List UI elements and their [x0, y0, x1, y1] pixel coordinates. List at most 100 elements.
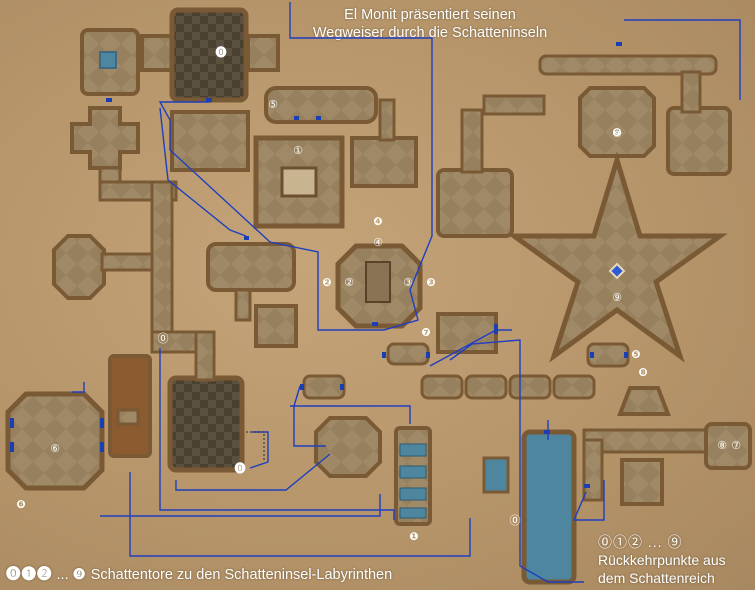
room-small-square	[254, 304, 298, 348]
legend-gates: ⓿❶❷ ... ❾ Schattentore zu den Schattenin…	[6, 563, 392, 584]
water-tile	[399, 487, 427, 501]
room-8-bell	[617, 386, 671, 416]
corridor-9	[460, 108, 484, 174]
room-octagon-left	[52, 234, 106, 300]
corridor-6	[100, 252, 154, 272]
water-tile	[399, 507, 427, 519]
return-marker-9-upper: ⑨	[612, 127, 622, 140]
gate	[340, 384, 344, 390]
gate	[300, 384, 304, 390]
water-tile	[399, 443, 427, 457]
markers: ⓿ ⓿ ❶ ❷ ❸ ❹ ❺ ❻ ❼ ❽ ❾ ⓪ ⓪ ① ② ③ ④ ⑤ ⑥ ⑦ …	[16, 45, 741, 543]
gate	[372, 322, 378, 326]
gate	[624, 352, 628, 358]
path-6	[290, 405, 411, 424]
gate-marker-4: ❹	[373, 215, 382, 228]
gate	[616, 42, 622, 46]
room-gate-0-dark	[169, 7, 249, 103]
pool-top-left	[99, 51, 117, 69]
path-9	[129, 472, 471, 557]
gate	[584, 484, 590, 488]
gate-marker-0-lower: ⓿	[235, 461, 246, 475]
gate-marker-9: ❾	[612, 126, 621, 139]
room-center-left	[206, 242, 296, 292]
legend-return-line-1: Rückkehrpunkte aus	[598, 552, 726, 568]
corridor-7	[234, 288, 252, 322]
room-ne-right	[666, 106, 732, 176]
gate-marker-6: ❻	[16, 498, 25, 511]
gate-marker-3: ❸	[426, 276, 435, 289]
gate	[100, 418, 104, 428]
corridor-13	[116, 408, 140, 426]
legend-return-line-2: dem Schattenreich	[598, 570, 715, 586]
room-small-row-6	[552, 374, 596, 400]
path-15	[249, 431, 269, 469]
dotted-link	[246, 431, 265, 460]
legend-gate-text: Schattentore zu den Schatteninsel-Labyri…	[90, 567, 393, 583]
corridor-12	[378, 98, 396, 142]
title-line-1: El Monit präsentiert seinen	[344, 7, 516, 23]
gates	[10, 42, 628, 488]
room-small-right	[246, 34, 280, 72]
path-3	[624, 19, 741, 100]
room-8-7	[704, 422, 752, 470]
rooms	[5, 7, 752, 585]
room-6-large	[5, 391, 105, 491]
room-water-long	[521, 429, 577, 585]
gate-marker-1: ❶	[409, 530, 418, 543]
return-marker-9-star: ⑨	[612, 291, 622, 304]
room-1-large	[253, 135, 345, 229]
path-5	[293, 385, 326, 447]
gate	[316, 116, 321, 120]
return-marker-1: ①	[293, 144, 303, 157]
room-small-row-2	[302, 374, 346, 400]
room-star	[506, 151, 728, 363]
return-marker-0-left: ⓪	[158, 332, 169, 345]
gate-marker-2: ❷	[322, 276, 331, 289]
gate-marker-0-top: ⓿	[216, 45, 227, 59]
gate	[426, 352, 430, 358]
corridor-ne-top	[538, 54, 718, 76]
room-octagon-grid	[365, 261, 391, 303]
gate	[382, 352, 386, 358]
gate	[106, 98, 112, 102]
corridors	[98, 70, 702, 502]
map-title: El Monit präsentiert seinen Wegweiser du…	[290, 6, 570, 42]
room-lower-right-small	[620, 458, 664, 506]
corridor-5	[194, 330, 216, 382]
shadow-paths	[72, 2, 741, 583]
path-10	[100, 494, 381, 517]
gate	[494, 324, 498, 334]
path-8	[159, 348, 395, 520]
legend-gate-ellipsis: ...	[56, 567, 69, 583]
gate-marker-8: ❽	[638, 366, 647, 379]
path-11	[449, 339, 584, 583]
room-small-row-4	[464, 374, 508, 400]
water-tile	[399, 465, 427, 479]
room-mid-top	[170, 110, 250, 172]
path-12	[72, 382, 85, 393]
room-ne-left	[436, 168, 514, 238]
return-marker-6: ⑥	[50, 442, 60, 455]
legend-return: ⓪①② ... ⑨ Rückkehrpunkte aus dem Schatte…	[598, 533, 726, 587]
corridor-10	[680, 70, 702, 114]
title-line-2: Wegweiser durch die Schatteninseln	[312, 25, 548, 41]
return-marker-2: ②	[344, 276, 354, 289]
room-right-of-1	[350, 136, 418, 188]
gate	[10, 442, 14, 452]
path-7	[175, 453, 331, 491]
return-marker-4: ④	[373, 236, 383, 249]
room-small-row-5	[508, 374, 552, 400]
path-13	[572, 480, 605, 521]
legend-return-symbols: ⓪①② ... ⑨	[598, 534, 683, 550]
gate	[244, 236, 249, 240]
gate	[100, 442, 104, 452]
gate-marker-5: ❺	[631, 348, 640, 361]
room-small-row-1	[386, 342, 430, 366]
room-water-small	[482, 456, 510, 494]
return-marker-3: ③	[403, 276, 413, 289]
legend-gate-symbols: ⓿❶❷	[6, 567, 53, 583]
star-center-gem	[608, 262, 626, 280]
gate	[590, 352, 594, 358]
